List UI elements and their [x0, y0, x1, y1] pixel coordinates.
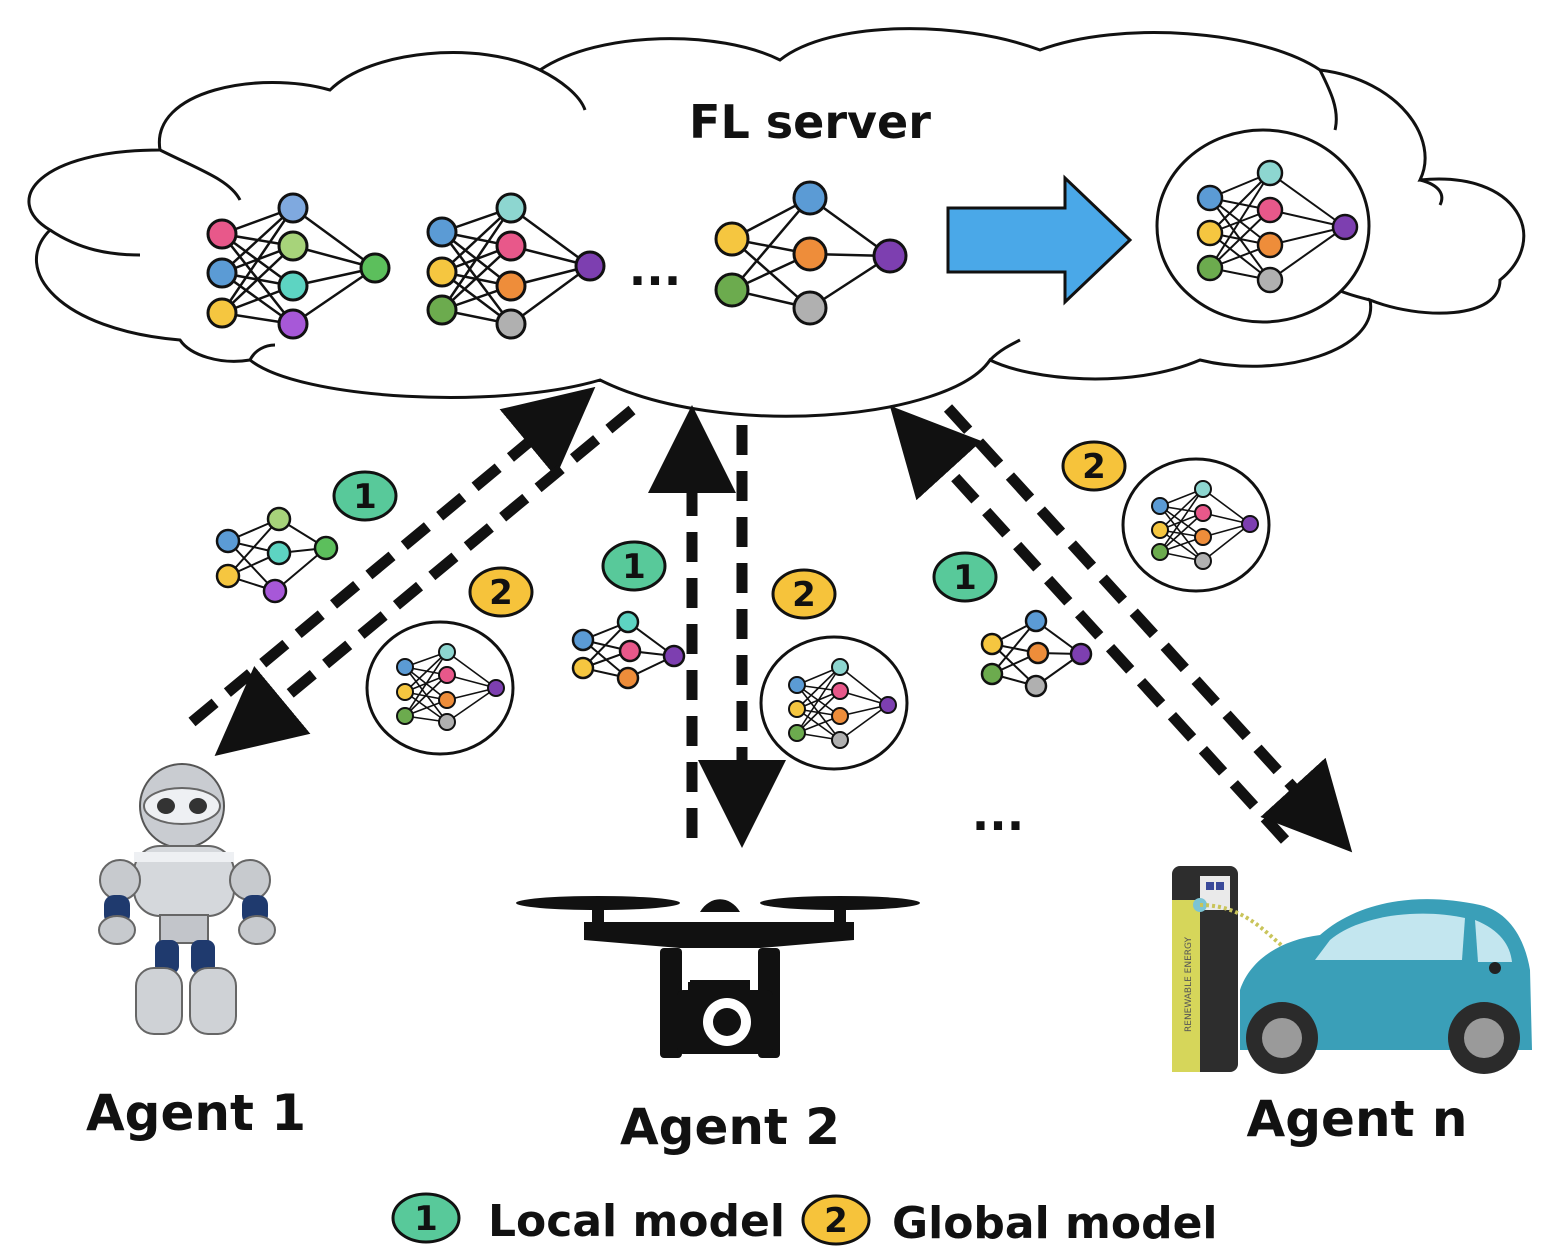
upload-arrow-agent-n [889, 405, 1290, 844]
charger-text: RENEWABLE ENERGY [1184, 936, 1194, 1032]
badge-local-agent-2: 1 [601, 540, 667, 592]
global-model-agent-1 [365, 620, 515, 756]
global-model-agent-n [1121, 457, 1271, 593]
badge-number: 1 [353, 477, 377, 517]
legend-global-label: Global model [892, 1198, 1218, 1249]
communication-links [188, 386, 1353, 853]
badge-local-agent-1: 1 [332, 470, 398, 522]
legend: 1 Local model 2 Global model [391, 1192, 1218, 1249]
upload-arrow-agent-1 [188, 386, 596, 727]
download-arrow-agent-1 [214, 405, 636, 757]
legend-local-label: Local model [488, 1196, 785, 1247]
download-arrow-agent-n [943, 404, 1353, 853]
agent-2-label: Agent 2 [620, 1098, 840, 1156]
badge-global-agent-2: 2 [771, 568, 837, 620]
network-local-agent-2 [571, 610, 686, 690]
badge-local-agent-n: 1 [932, 551, 998, 603]
legend-global-badge: 2 [824, 1201, 848, 1241]
badge-number: 2 [792, 575, 816, 615]
global-model-cloud [1155, 128, 1371, 324]
drone-icon [516, 896, 920, 1058]
global-model-agent-2 [759, 635, 909, 771]
badge-number: 1 [622, 547, 646, 587]
agent-1-label: Agent 1 [86, 1084, 306, 1142]
ev-charging-icon: RENEWABLE ENERGY [1172, 866, 1532, 1074]
cloud-server [27, 27, 1526, 418]
aggregation-arrow [946, 174, 1133, 306]
legend-local-badge: 1 [414, 1199, 438, 1239]
agent-n-label: Agent n [1247, 1090, 1468, 1148]
badge-global-agent-n: 2 [1061, 440, 1127, 492]
badge-number: 1 [953, 558, 977, 598]
server-ellipsis: ... [629, 242, 681, 296]
server-title: FL server [689, 95, 931, 149]
badge-global-agent-1: 2 [468, 566, 534, 618]
agents-ellipsis: ... [972, 787, 1024, 841]
network-local-1 [206, 192, 391, 340]
network-local-agent-1 [215, 506, 339, 604]
network-local-n [714, 180, 908, 326]
network-local-2 [426, 192, 606, 340]
badge-number: 2 [489, 573, 513, 613]
badge-number: 2 [1082, 447, 1106, 487]
network-local-agent-n [980, 609, 1093, 698]
robot-icon [98, 763, 276, 1035]
